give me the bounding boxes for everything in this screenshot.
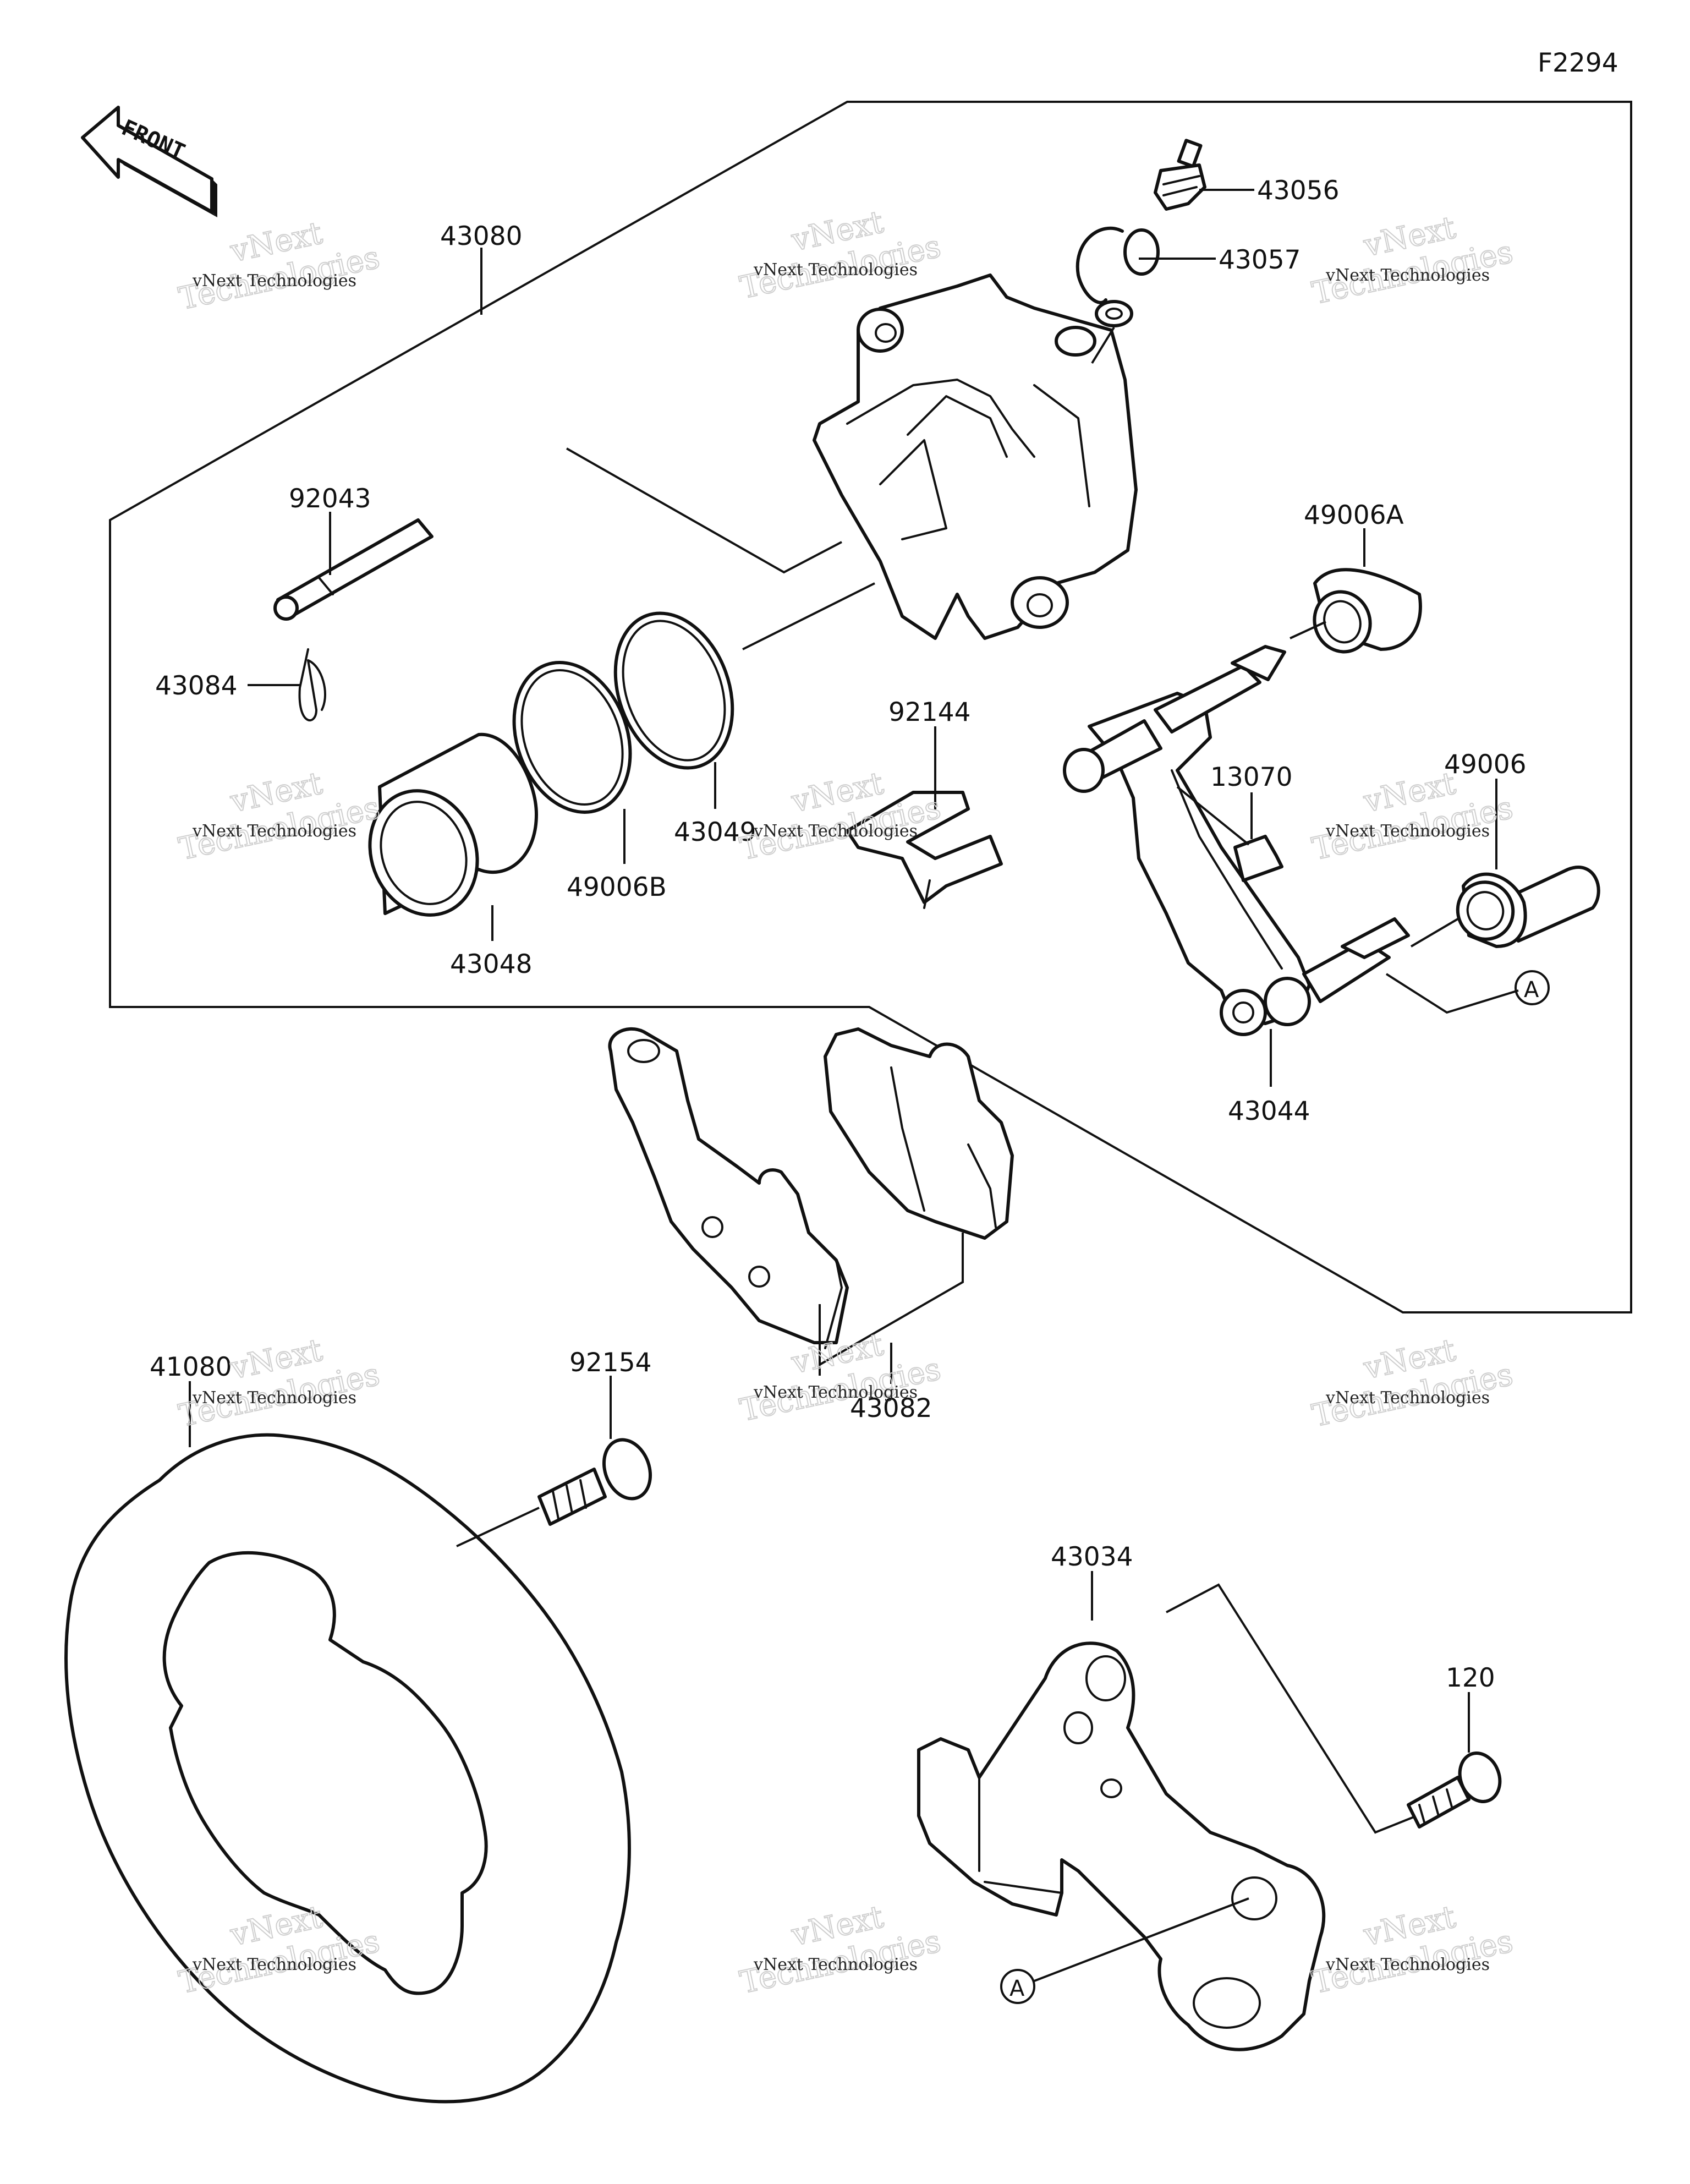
watermark-text: vNext Technologies bbox=[1325, 266, 1490, 285]
label-49006: 49006 bbox=[1444, 749, 1527, 780]
pin-guide-line bbox=[566, 447, 842, 574]
watermark-text: vNext Technologies bbox=[192, 271, 356, 291]
piston-seal bbox=[512, 661, 632, 814]
label-43080: 43080 bbox=[440, 221, 523, 251]
watermark-text: vNext Technologies bbox=[753, 260, 918, 280]
label-49006A: 49006A bbox=[1304, 500, 1404, 530]
pin-boot-a bbox=[1313, 568, 1422, 654]
label-92043: 92043 bbox=[289, 484, 371, 514]
label-41080: 41080 bbox=[150, 1352, 232, 1382]
brake-disc bbox=[64, 1433, 631, 2104]
bleed-valve bbox=[1154, 139, 1206, 211]
label-49006B: 49006B bbox=[567, 872, 667, 902]
watermark-text: vNext Technologies bbox=[1325, 822, 1490, 841]
watermark-text: vNext Technologies bbox=[192, 1955, 356, 1974]
caliper-piston bbox=[368, 732, 538, 917]
pad-clip bbox=[1233, 835, 1283, 882]
leader-a-bottom bbox=[1034, 1897, 1249, 1982]
brake-pad-right bbox=[824, 1027, 1014, 1240]
clip-line bbox=[1176, 786, 1250, 846]
pin-clip bbox=[298, 648, 326, 721]
label-43034: 43034 bbox=[1051, 1542, 1133, 1572]
cap-leader-down bbox=[1091, 326, 1115, 364]
watermark-text: vNext Technologies bbox=[1325, 1388, 1490, 1408]
watermark-text: vNext Technologies bbox=[753, 822, 918, 841]
watermark-text: vNext Technologies bbox=[1325, 1955, 1490, 1974]
label-92154: 92154 bbox=[569, 1348, 652, 1378]
watermark-text: vNext Technologies bbox=[753, 1955, 918, 1974]
front-arrow-icon: FRONT bbox=[81, 106, 217, 217]
label-120: 120 bbox=[1446, 1663, 1495, 1693]
reference-a-top-label: A bbox=[1524, 977, 1539, 1003]
label-43084: 43084 bbox=[155, 671, 238, 701]
label-92144: 92144 bbox=[888, 697, 971, 727]
bleed-cap bbox=[1076, 226, 1160, 327]
leader-pad-right bbox=[819, 1233, 964, 1366]
dust-seal bbox=[613, 611, 734, 770]
watermark-text: vNext Technologies bbox=[192, 1388, 356, 1408]
caliper-assembly-outline bbox=[109, 101, 1632, 1313]
leader-a-top bbox=[1385, 973, 1519, 1014]
reference-marker-a-top bbox=[1515, 970, 1550, 1005]
slide-pin bbox=[273, 518, 434, 621]
reference-a-bottom-label: A bbox=[1009, 1976, 1025, 2001]
label-43044: 43044 bbox=[1228, 1096, 1310, 1126]
label-43056: 43056 bbox=[1257, 176, 1340, 206]
bracket-bolt bbox=[1407, 1751, 1502, 1829]
diagram-code: F2294 bbox=[1538, 48, 1618, 78]
label-43082: 43082 bbox=[850, 1393, 932, 1424]
pin-boot-b bbox=[1456, 866, 1600, 948]
caliper-body bbox=[813, 273, 1138, 640]
label-43049: 43049 bbox=[674, 817, 756, 847]
label-13070: 13070 bbox=[1210, 762, 1293, 792]
watermark-text: vNext Technologies bbox=[192, 822, 356, 841]
caliper-mount-bracket bbox=[917, 1641, 1326, 2051]
seal-to-caliper-line bbox=[742, 582, 875, 650]
boot-a-line bbox=[1290, 621, 1326, 639]
boot-b-line bbox=[1410, 918, 1459, 948]
watermark-text: vNext Technologies bbox=[753, 1383, 918, 1402]
label-43048: 43048 bbox=[450, 949, 533, 979]
disc-bolt bbox=[537, 1438, 652, 1526]
bolt-to-disc-line bbox=[456, 1507, 540, 1547]
reference-marker-a-bottom bbox=[1000, 1969, 1035, 2004]
brake-pad-left bbox=[608, 1027, 849, 1349]
label-43057: 43057 bbox=[1219, 245, 1301, 275]
caliper-bracket bbox=[1063, 645, 1410, 1036]
bracket-bolt-line bbox=[1166, 1583, 1431, 1834]
